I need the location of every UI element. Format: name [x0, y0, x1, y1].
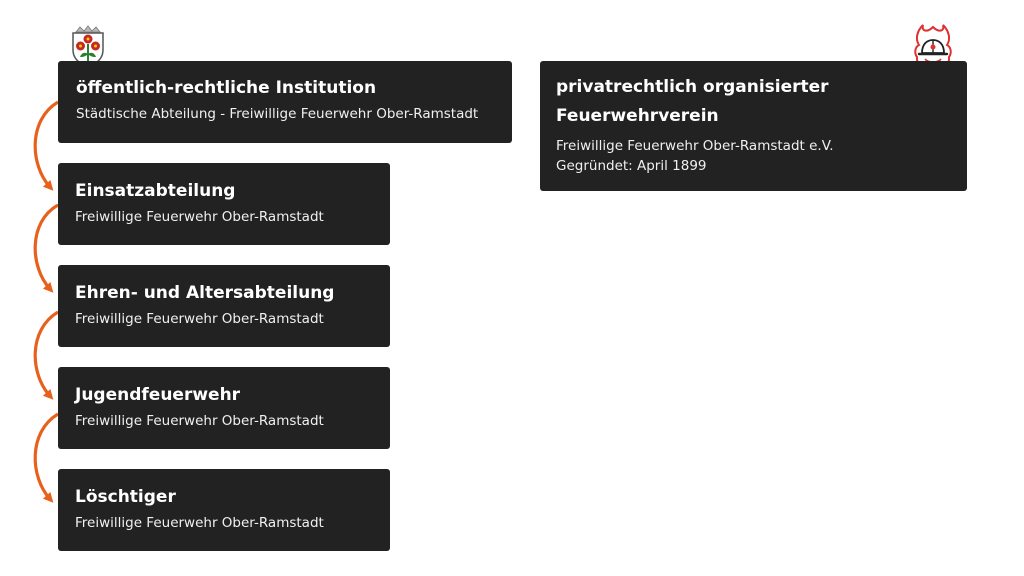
arrow-2 [33, 203, 59, 293]
section-subtitle: Freiwillige Feuerwehr Ober-Ramstadt [75, 311, 324, 327]
section-title: Löschtiger [75, 487, 176, 507]
section-card-loeschtiger: Löschtiger Freiwillige Feuerwehr Ober-Ra… [58, 469, 390, 551]
verein-title-line2: Feuerwehrverein [556, 106, 719, 126]
arrow-4 [33, 412, 59, 503]
section-card-einsatzabteilung: Einsatzabteilung Freiwillige Feuerwehr O… [58, 163, 390, 245]
public-institution-subtitle: Städtische Abteilung - Freiwillige Feuer… [76, 106, 479, 122]
section-subtitle: Freiwillige Feuerwehr Ober-Ramstadt [75, 515, 324, 531]
arrow-3 [33, 310, 59, 400]
section-card-jugendfeuerwehr: Jugendfeuerwehr Freiwillige Feuerwehr Ob… [58, 367, 390, 449]
verein-title-line1: privatrechtlich organisierter [556, 77, 829, 97]
public-institution-card: öffentlich-rechtliche Institution Städti… [58, 61, 512, 143]
section-title: Einsatzabteilung [75, 181, 236, 201]
firefighter-helmet-icon [913, 23, 953, 77]
verein-subtitle: Freiwillige Feuerwehr Ober-Ramstadt e.V. [556, 138, 834, 154]
verein-founded: Gegründet: April 1899 [556, 158, 707, 174]
section-title: Jugendfeuerwehr [75, 385, 241, 405]
section-card-ehrenabteilung: Ehren- und Altersabteilung Freiwillige F… [58, 265, 390, 347]
public-institution-title: öffentlich-rechtliche Institution [76, 78, 377, 98]
section-title: Ehren- und Altersabteilung [75, 283, 335, 303]
verein-card: privatrechtlich organisierter Feuerwehrv… [540, 61, 967, 191]
arrow-1 [33, 100, 59, 191]
section-subtitle: Freiwillige Feuerwehr Ober-Ramstadt [75, 413, 324, 429]
coat-of-arms-icon [66, 24, 110, 72]
section-subtitle: Freiwillige Feuerwehr Ober-Ramstadt [75, 209, 324, 225]
